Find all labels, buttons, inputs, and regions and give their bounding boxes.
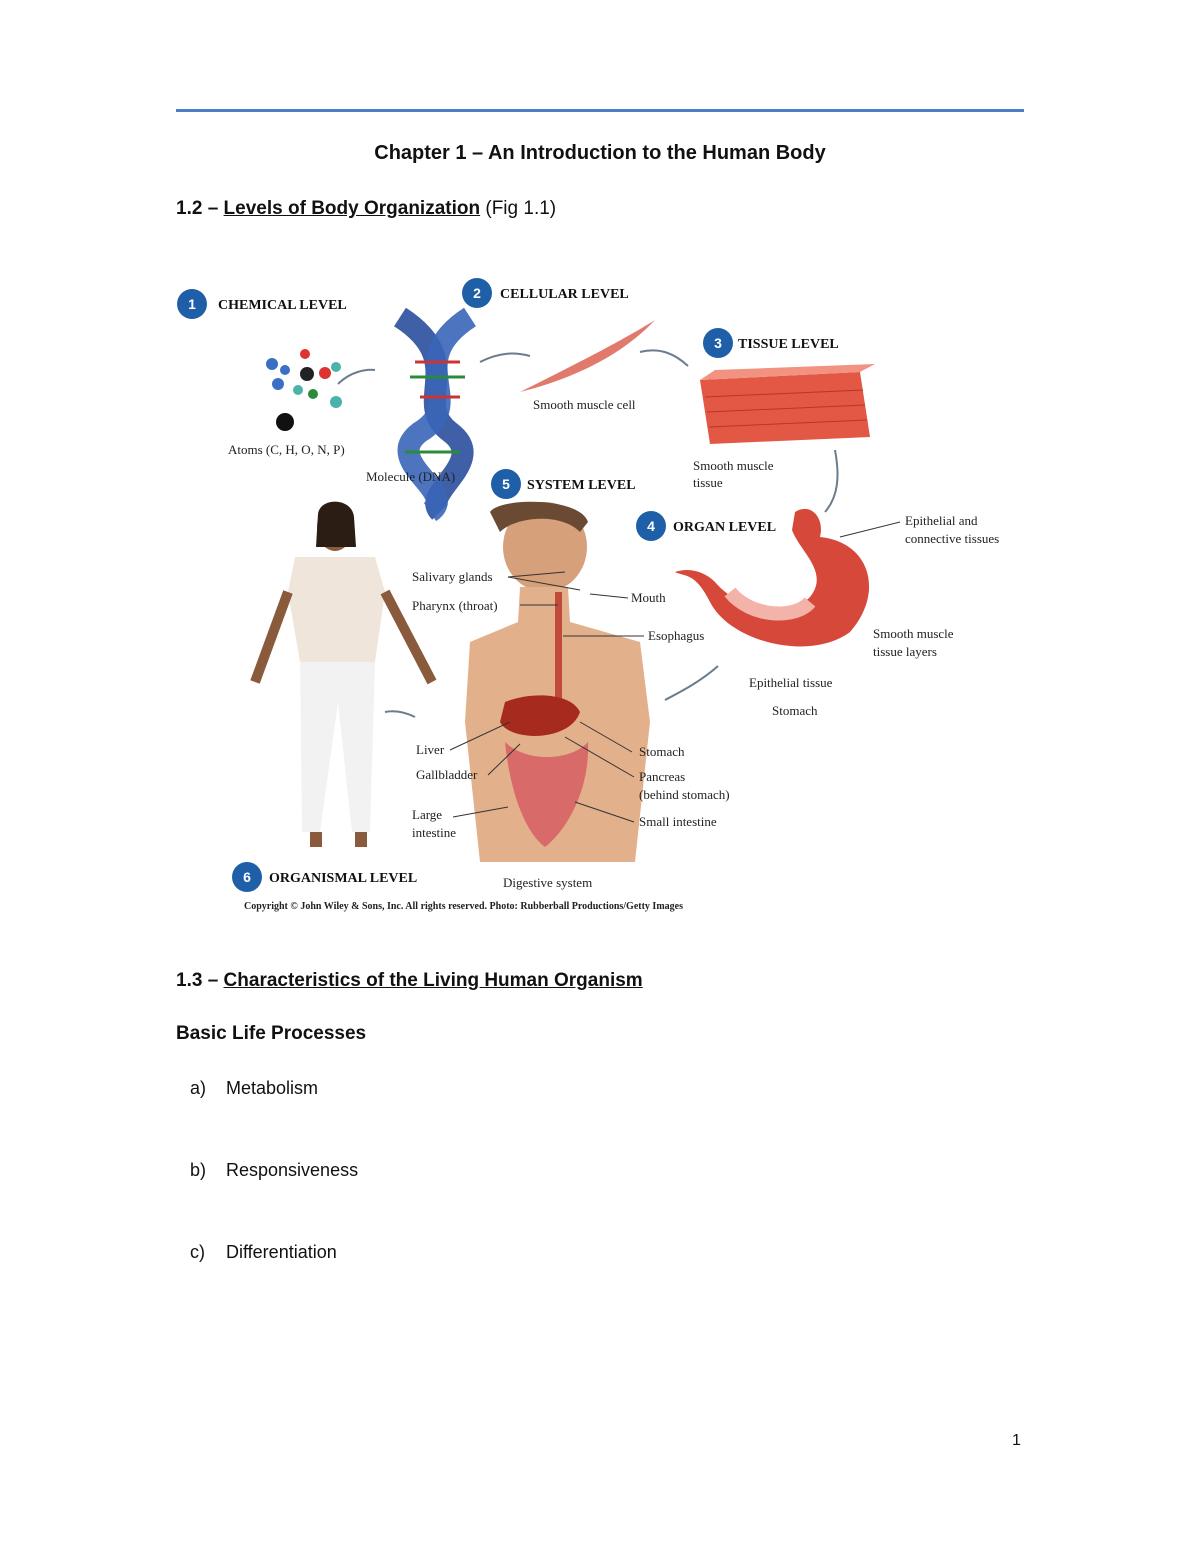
level-badge-4: 4 xyxy=(636,511,666,541)
small-intestine-label: Small intestine xyxy=(639,814,717,829)
arrow-cell-to-tissue xyxy=(639,349,689,367)
pancreas-label-2: (behind stomach) xyxy=(639,787,730,802)
svg-text:2: 2 xyxy=(473,285,481,301)
section-1-2-heading: 1.2 – Levels of Body Organization (Fig 1… xyxy=(176,198,556,220)
list-item-text: Metabolism xyxy=(226,1078,319,1098)
level-badge-3: 3 xyxy=(703,328,733,358)
stomach-organ-illustration xyxy=(675,508,870,647)
leader-lines xyxy=(449,571,644,823)
organismal-level-label: ORGANISMAL LEVEL xyxy=(269,871,417,886)
stomach-label: Stomach xyxy=(639,744,685,759)
section-number: 1.2 – xyxy=(176,198,224,219)
large-intestine-label-2: intestine xyxy=(412,825,456,840)
pancreas-label-1: Pancreas xyxy=(639,769,685,784)
figure-copyright: Copyright © John Wiley & Sons, Inc. All … xyxy=(244,901,683,912)
smooth-muscle-tissue-illustration xyxy=(700,364,875,444)
page-number: 1 xyxy=(1012,1432,1021,1449)
atoms-label: Atoms (C, H, O, N, P) xyxy=(228,442,345,457)
smooth-muscle-tissue-label-2: tissue xyxy=(693,475,723,490)
digestive-system-label: Digestive system xyxy=(503,875,592,890)
epithelial-connective-label-1: Epithelial and xyxy=(905,513,978,528)
svg-text:1: 1 xyxy=(188,296,196,312)
mouth-label: Mouth xyxy=(631,590,666,605)
arrow-molecule-to-cell xyxy=(479,352,531,363)
svg-text:6: 6 xyxy=(243,869,251,885)
section-1-3-heading: 1.3 – Characteristics of the Living Huma… xyxy=(176,970,643,992)
esophagus-label: Esophagus xyxy=(648,628,704,643)
smooth-muscle-cell-label: Smooth muscle cell xyxy=(533,397,636,412)
tissue-level-label: TISSUE LEVEL xyxy=(738,337,839,352)
smooth-muscle-layers-label-1: Smooth muscle xyxy=(873,626,954,641)
system-level-label: SYSTEM LEVEL xyxy=(527,478,636,493)
section-title: Characteristics of the Living Human Orga… xyxy=(223,970,643,991)
list-item: a) Metabolism xyxy=(190,1078,318,1099)
smooth-muscle-tissue-label-1: Smooth muscle xyxy=(693,458,774,473)
atoms-illustration xyxy=(266,349,342,431)
molecule-label: Molecule (DNA) xyxy=(366,469,455,484)
svg-text:4: 4 xyxy=(647,518,655,534)
level-badge-1: 1 xyxy=(177,289,207,319)
section-number: 1.3 – xyxy=(176,970,224,991)
smooth-muscle-cell-illustration xyxy=(520,320,655,392)
cellular-level-label: CELLULAR LEVEL xyxy=(500,287,629,302)
arrow-tissue-to-organ xyxy=(824,449,839,513)
list-item: b) Responsiveness xyxy=(190,1160,358,1181)
section-title: Levels of Body Organization xyxy=(223,198,481,219)
smooth-muscle-layers-label-2: tissue layers xyxy=(873,644,937,659)
large-intestine-label-1: Large xyxy=(412,807,442,822)
salivary-glands-label: Salivary glands xyxy=(412,569,493,584)
figure-reference: (Fig 1.1) xyxy=(480,198,557,219)
arrow-system-to-organism xyxy=(384,710,416,718)
liver-label: Liver xyxy=(416,742,445,757)
digestive-system-illustration xyxy=(465,501,650,862)
organism-photo xyxy=(250,501,437,847)
basic-life-processes-heading: Basic Life Processes xyxy=(176,1023,367,1044)
svg-text:3: 3 xyxy=(714,335,722,351)
svg-text:5: 5 xyxy=(502,476,510,492)
level-badge-5: 5 xyxy=(491,469,521,499)
organ-level-label: ORGAN LEVEL xyxy=(673,520,776,535)
chemical-level-label: CHEMICAL LEVEL xyxy=(218,298,347,313)
epithelial-connective-label-2: connective tissues xyxy=(905,531,999,546)
list-item-text: Differentiation xyxy=(226,1242,337,1262)
stomach-organ-label: Stomach xyxy=(772,703,818,718)
pharynx-label: Pharynx (throat) xyxy=(412,598,498,613)
arrow-organ-to-system xyxy=(664,665,719,701)
arrow-atoms-to-molecule xyxy=(337,368,376,385)
levels-of-organization-figure: 1 CHEMICAL LEVEL 2 CELLULAR LEVEL 3 TISS… xyxy=(177,278,999,912)
list-marker: c) xyxy=(190,1242,205,1262)
header-rule xyxy=(176,109,1024,112)
list-item-text: Responsiveness xyxy=(226,1160,359,1180)
level-badge-2: 2 xyxy=(462,278,492,308)
level-badge-6: 6 xyxy=(232,862,262,892)
list-item: c) Differentiation xyxy=(190,1242,337,1263)
epithelial-tissue-label: Epithelial tissue xyxy=(749,675,833,690)
list-marker: a) xyxy=(190,1078,207,1098)
chapter-title: Chapter 1 – An Introduction to the Human… xyxy=(374,142,826,164)
dna-molecule-illustration xyxy=(393,307,477,522)
list-marker: b) xyxy=(190,1160,207,1180)
gallbladder-label: Gallbladder xyxy=(416,767,478,782)
